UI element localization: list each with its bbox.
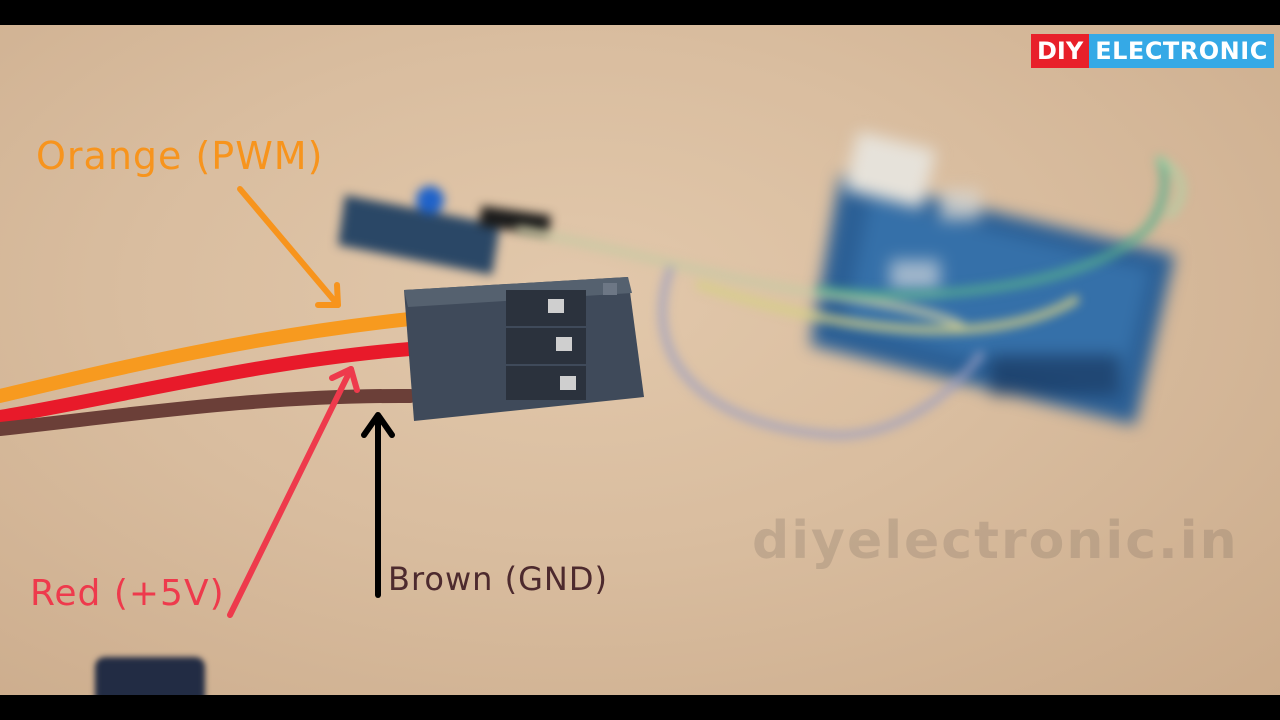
orange-wire-label: Orange (PWM) (36, 134, 324, 178)
brand-logo: DIY ELECTRONIC (1031, 34, 1274, 68)
logo-electronic: ELECTRONIC (1089, 34, 1274, 68)
red-wire-label: Red (+5V) (30, 573, 225, 614)
orange-wire (0, 312, 417, 403)
letterbox-top (0, 0, 1280, 25)
watermark: diyelectronic.in (752, 511, 1239, 571)
dark-object (95, 657, 205, 695)
red-arrow (227, 366, 360, 618)
jumper-wires (515, 155, 1186, 440)
dupont-connector (404, 277, 644, 421)
photo-scene (0, 131, 1186, 695)
annotation-arrows (227, 186, 395, 618)
arduino-board (810, 131, 1175, 425)
photo-frame: diyelectronic.in (0, 25, 1280, 695)
brown-wire (0, 388, 417, 436)
black-arrow (361, 412, 395, 598)
orange-arrow (237, 186, 341, 308)
servo-wires (0, 312, 417, 436)
letterbox-bottom (0, 695, 1280, 720)
brown-wire-label: Brown (GND) (388, 560, 608, 598)
red-wire (0, 342, 417, 424)
logo-diy: DIY (1031, 34, 1090, 68)
